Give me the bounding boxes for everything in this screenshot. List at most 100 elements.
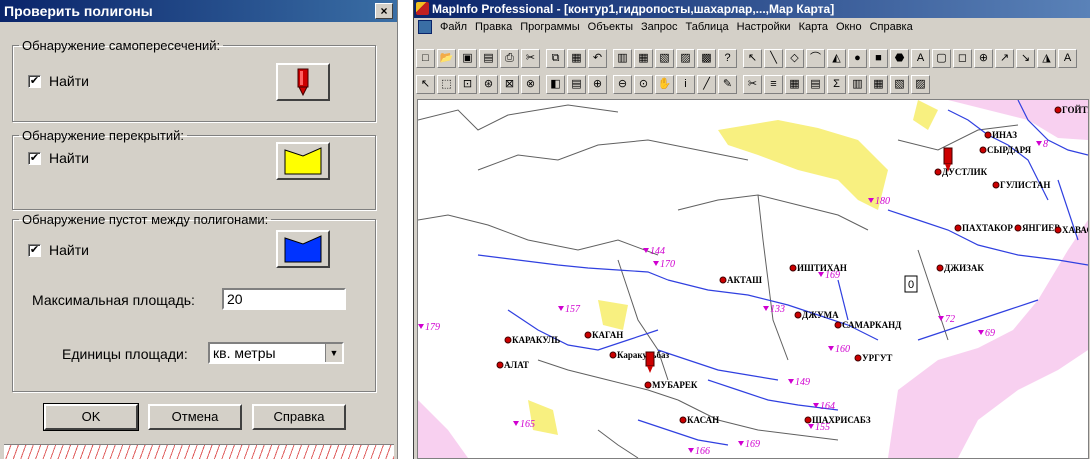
main-tool-button[interactable]: ⬣ [890, 48, 909, 68]
draw-tool-button[interactable]: i [676, 74, 695, 94]
draw-tool-button[interactable]: ✎ [718, 74, 737, 94]
main-tool-button[interactable]: ● [848, 48, 867, 68]
self-intersections-style-button[interactable] [276, 63, 330, 101]
main-tool-button[interactable]: ▩ [697, 48, 716, 68]
gauge-marker[interactable] [643, 248, 649, 253]
city-marker[interactable] [834, 321, 842, 329]
main-tool-button[interactable]: □ [416, 48, 435, 68]
main-tool-button[interactable]: ▦ [567, 48, 586, 68]
main-tool-button[interactable]: ▥ [613, 48, 632, 68]
main-tool-button[interactable]: ▤ [479, 48, 498, 68]
draw-tool-button[interactable]: ⊡ [458, 74, 477, 94]
main-tool-button[interactable]: ✂ [521, 48, 540, 68]
main-tool-button[interactable]: ⊕ [974, 48, 993, 68]
gauge-marker[interactable] [978, 330, 984, 335]
draw-tool-button[interactable]: Σ [827, 74, 846, 94]
main-tool-button[interactable]: ◭ [827, 48, 846, 68]
main-tool-button[interactable]: ▣ [458, 48, 477, 68]
gaps-style-button[interactable] [276, 230, 330, 268]
city-marker[interactable] [794, 311, 802, 319]
map-pin-icon[interactable] [645, 351, 655, 373]
draw-tool-button[interactable]: ⊛ [479, 74, 498, 94]
draw-tool-button[interactable]: ▨ [911, 74, 930, 94]
draw-tool-button[interactable]: ▥ [848, 74, 867, 94]
help-button[interactable]: Справка [252, 404, 346, 430]
city-marker[interactable] [679, 416, 687, 424]
gauge-marker[interactable] [513, 421, 519, 426]
area-units-select[interactable]: кв. метры ▼ [208, 342, 344, 364]
map-window[interactable]: ГОЙТЕПИНАЗСЫРДАРЯДУСТЛИКГУЛИСТАНПАХТАКОР… [417, 99, 1089, 459]
main-tool-button[interactable]: A [911, 48, 930, 68]
gauge-marker[interactable] [738, 441, 744, 446]
main-tool-button[interactable]: ↗ [995, 48, 1014, 68]
draw-tool-button[interactable]: ⬚ [437, 74, 456, 94]
menu-window[interactable]: Окно [836, 21, 862, 33]
draw-tool-button[interactable]: ▤ [806, 74, 825, 94]
city-marker[interactable] [1014, 224, 1022, 232]
cancel-button[interactable]: Отмена [148, 404, 242, 430]
main-tool-button[interactable]: A [1058, 48, 1077, 68]
city-marker[interactable] [934, 168, 942, 176]
main-tool-button[interactable]: ◮ [1037, 48, 1056, 68]
overlaps-find-checkbox[interactable]: ✔ Найти [28, 150, 89, 166]
overlaps-style-button[interactable] [276, 142, 330, 180]
gauge-marker[interactable] [813, 403, 819, 408]
main-tool-button[interactable]: ↘ [1016, 48, 1035, 68]
document-icon[interactable] [418, 20, 432, 34]
main-tool-button[interactable]: ↖ [743, 48, 762, 68]
city-marker[interactable] [979, 146, 987, 154]
city-marker[interactable] [936, 264, 944, 272]
main-tool-button[interactable]: ╲ [764, 48, 783, 68]
gauge-marker[interactable] [1036, 141, 1042, 146]
gauge-marker[interactable] [763, 306, 769, 311]
city-marker[interactable] [789, 264, 797, 272]
draw-tool-button[interactable]: ≡ [764, 74, 783, 94]
gauge-marker[interactable] [688, 448, 694, 453]
draw-tool-button[interactable]: ▦ [869, 74, 888, 94]
map-canvas[interactable]: ГОЙТЕПИНАЗСЫРДАРЯДУСТЛИКГУЛИСТАНПАХТАКОР… [418, 100, 1088, 458]
menu-settings[interactable]: Настройки [736, 21, 791, 33]
ok-button[interactable]: OK [43, 403, 139, 431]
gauge-marker[interactable] [808, 424, 814, 429]
main-tool-button[interactable]: ⧉ [546, 48, 565, 68]
gauge-marker[interactable] [788, 379, 794, 384]
dropdown-arrow-icon[interactable]: ▼ [325, 344, 342, 362]
draw-tool-button[interactable]: ◧ [546, 74, 565, 94]
menu-table[interactable]: Таблица [685, 21, 729, 33]
city-marker[interactable] [854, 354, 862, 362]
draw-tool-button[interactable]: ╱ [697, 74, 716, 94]
city-marker[interactable] [992, 181, 1000, 189]
main-tool-button[interactable]: ◻ [953, 48, 972, 68]
menu-edit[interactable]: Правка [475, 21, 513, 33]
draw-tool-button[interactable]: ✂ [743, 74, 762, 94]
menu-objects[interactable]: Объекты [587, 21, 634, 33]
draw-tool-button[interactable]: ▤ [567, 74, 586, 94]
draw-tool-button[interactable]: ⊗ [521, 74, 540, 94]
draw-tool-button[interactable]: ⊖ [613, 74, 632, 94]
max-area-input[interactable]: 20 [222, 288, 346, 310]
draw-tool-button[interactable]: ⊕ [588, 74, 607, 94]
menu-help[interactable]: Справка [869, 21, 913, 33]
map-pin-icon[interactable] [943, 147, 953, 172]
draw-tool-button[interactable]: ▦ [785, 74, 804, 94]
draw-tool-button[interactable]: ↖ [416, 74, 435, 94]
selection-box[interactable] [904, 275, 918, 293]
gauge-marker[interactable] [818, 272, 824, 277]
dialog-titlebar[interactable]: Проверить полигоны × [0, 0, 397, 22]
draw-tool-button[interactable]: ✋ [655, 74, 674, 94]
city-marker[interactable] [496, 361, 504, 369]
city-marker[interactable] [1054, 226, 1062, 234]
dialog-close-button[interactable]: × [375, 3, 393, 19]
menu-query[interactable]: Запрос [641, 21, 678, 33]
main-tool-button[interactable]: 📂 [437, 48, 456, 68]
main-tool-button[interactable]: ⌒ [806, 48, 825, 68]
gaps-find-checkbox[interactable]: ✔ Найти [28, 242, 89, 258]
menu-programs[interactable]: Программы [520, 21, 580, 33]
main-tool-button[interactable]: ▦ [634, 48, 653, 68]
city-marker[interactable] [504, 336, 512, 344]
main-tool-button[interactable]: ▨ [676, 48, 695, 68]
main-tool-button[interactable]: ▧ [655, 48, 674, 68]
menu-map[interactable]: Карта [798, 21, 828, 33]
main-tool-button[interactable]: ■ [869, 48, 888, 68]
city-marker[interactable] [804, 416, 812, 424]
